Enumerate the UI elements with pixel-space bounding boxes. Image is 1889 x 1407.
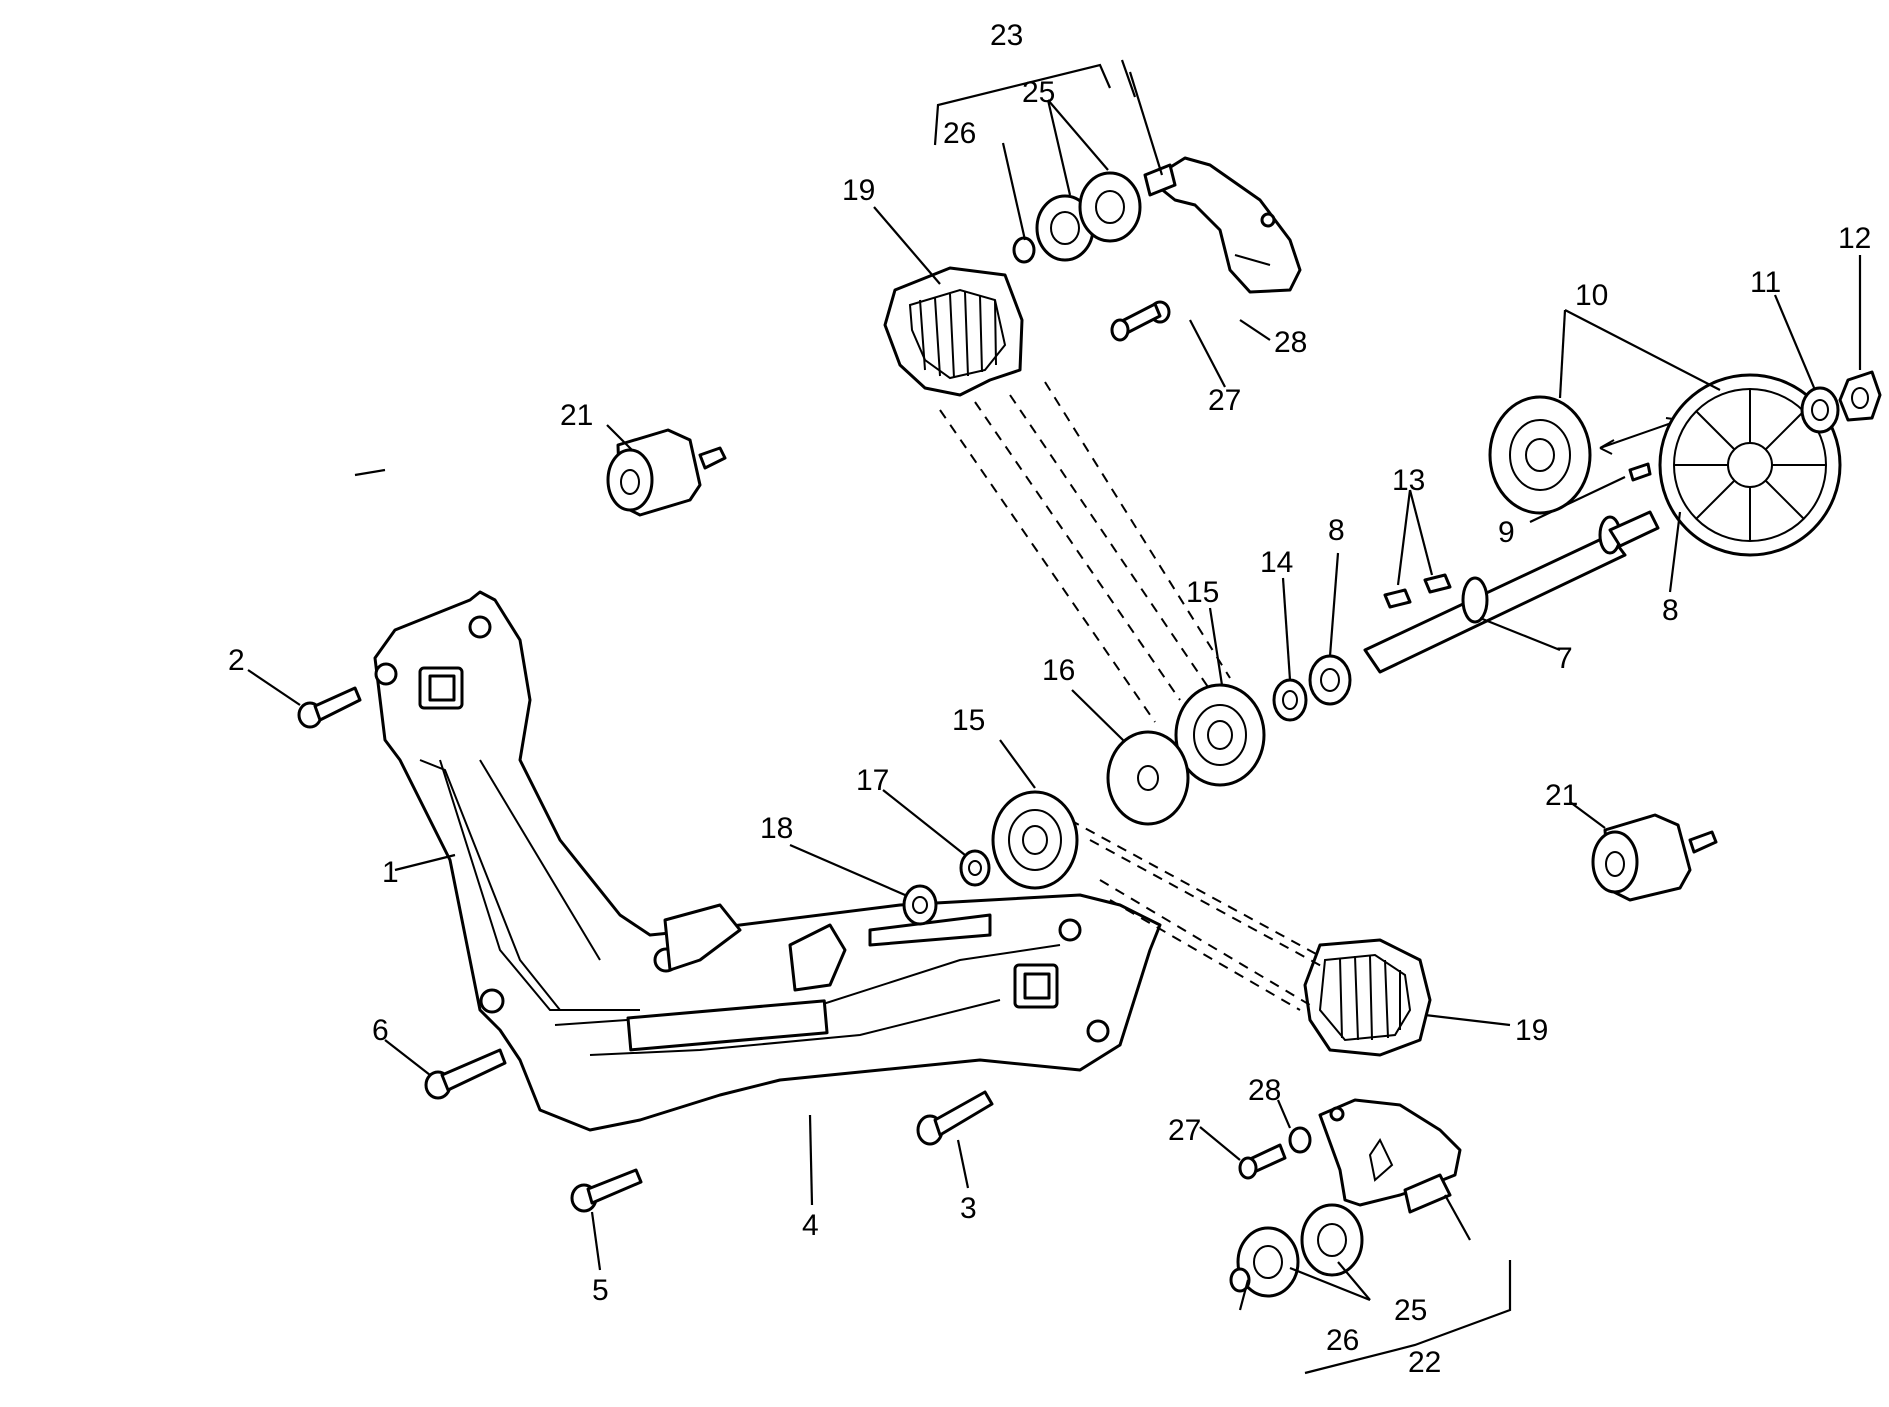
callout-10: 10 xyxy=(1575,279,1608,312)
callout-8-left: 8 xyxy=(1328,514,1345,547)
gear-large-10 xyxy=(1658,373,1842,557)
callout-27-upper: 27 xyxy=(1208,384,1241,417)
callout-labels: 1 2 3 4 5 6 7 8 8 9 10 11 12 13 14 15 15… xyxy=(228,19,1871,1379)
callout-13: 13 xyxy=(1392,464,1425,497)
lower-bearing-pair xyxy=(1229,1203,1364,1298)
callout-15-upper: 15 xyxy=(1186,576,1219,609)
bolt-2 xyxy=(297,686,362,729)
callout-3: 3 xyxy=(960,1192,977,1225)
callout-12: 12 xyxy=(1838,222,1871,255)
upper-bearing-pair xyxy=(1012,171,1142,264)
callout-7: 7 xyxy=(1556,642,1573,675)
callout-11: 11 xyxy=(1750,266,1781,299)
callout-22: 22 xyxy=(1408,1346,1441,1379)
callout-6: 6 xyxy=(372,1014,389,1047)
callout-26-lower: 26 xyxy=(1326,1324,1359,1357)
nut-18 xyxy=(902,884,938,926)
key-13 xyxy=(1383,573,1452,609)
callout-28-lower: 28 xyxy=(1248,1074,1281,1107)
toothed-belt-lower xyxy=(1303,938,1432,1057)
callout-4: 4 xyxy=(802,1209,819,1242)
callout-26-upper: 26 xyxy=(943,117,976,150)
callout-15-lower: 15 xyxy=(952,704,985,737)
callout-19-lower: 19 xyxy=(1515,1014,1548,1047)
leader-lines xyxy=(247,59,1862,1375)
gear-small-10 xyxy=(1488,395,1592,515)
rubber-mount-right xyxy=(1591,813,1718,902)
shaft-7 xyxy=(1363,510,1660,674)
washer-16 xyxy=(1106,730,1190,826)
callout-2: 2 xyxy=(228,644,245,677)
callout-28-upper: 28 xyxy=(1274,326,1307,359)
callout-21-right: 21 xyxy=(1545,779,1578,812)
callout-19-upper: 19 xyxy=(842,174,875,207)
callout-21-left: 21 xyxy=(560,399,593,432)
callout-9: 9 xyxy=(1498,516,1515,549)
upper-tensioner-bracket xyxy=(1143,156,1302,294)
pulley-lower-15 xyxy=(991,790,1079,890)
bolt-3 xyxy=(916,1090,994,1146)
key-9 xyxy=(1628,462,1652,482)
adjustment-arrow xyxy=(1599,417,1681,455)
callout-18: 18 xyxy=(760,812,793,845)
callout-23: 23 xyxy=(990,19,1023,52)
callout-16: 16 xyxy=(1042,654,1075,687)
spacer-14 xyxy=(1272,678,1308,722)
pulley-upper-15 xyxy=(1174,683,1266,787)
rubber-mount-left xyxy=(606,428,727,517)
callout-25-upper: 25 xyxy=(1022,76,1055,109)
callout-17: 17 xyxy=(856,764,889,797)
spacer-17 xyxy=(959,849,991,887)
lower-tensioner-bracket xyxy=(1318,1098,1462,1214)
washer-8-left xyxy=(1308,654,1352,706)
washer-11 xyxy=(1800,386,1840,434)
upper-bolt-and-washer xyxy=(1110,300,1171,342)
callout-5: 5 xyxy=(592,1274,609,1307)
housing-upper-part xyxy=(373,590,1162,1132)
bolt-5 xyxy=(570,1168,643,1213)
nut-12 xyxy=(1838,370,1882,422)
callout-1: 1 xyxy=(382,856,399,889)
bolt-6 xyxy=(424,1048,507,1100)
callout-14: 14 xyxy=(1260,546,1293,579)
callout-27-lower: 27 xyxy=(1168,1114,1201,1147)
belt-routing-dashes xyxy=(939,381,1326,1011)
toothed-belt-upper xyxy=(883,266,1024,397)
callout-25-lower: 25 xyxy=(1394,1294,1427,1327)
callout-8-right: 8 xyxy=(1662,594,1679,627)
lower-bolt-and-washer xyxy=(1238,1126,1312,1180)
